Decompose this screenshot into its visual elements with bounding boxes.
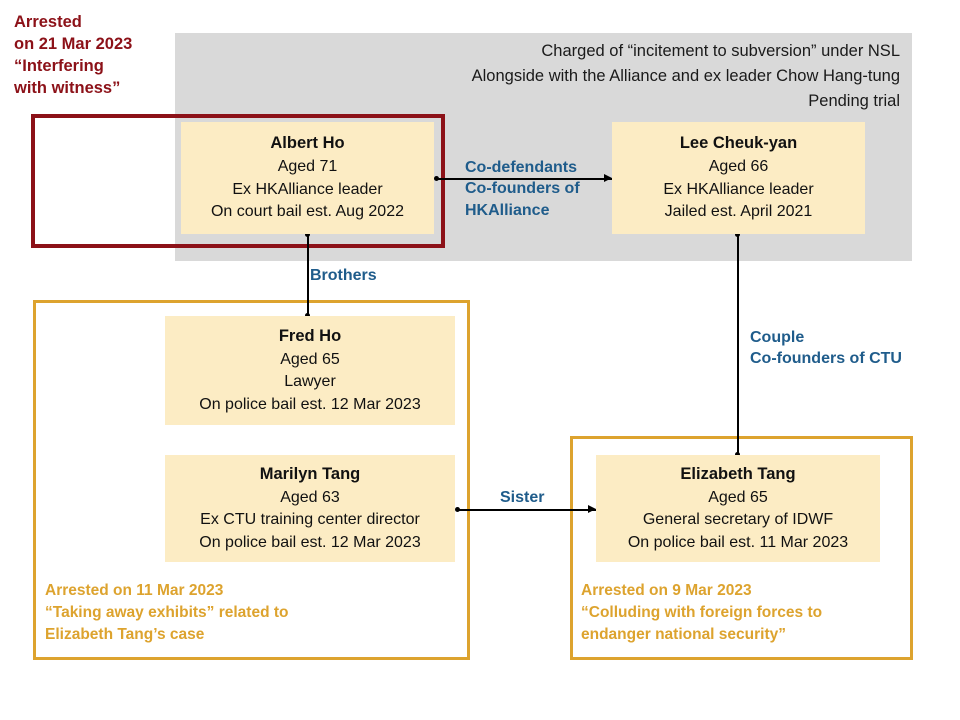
- person-status: Jailed est. April 2021: [664, 203, 813, 221]
- connector-endpoint-lee-bottom: [735, 232, 740, 237]
- connector-endpoint-albert: [434, 176, 439, 181]
- person-role: Lawyer: [284, 373, 336, 391]
- arrest-note-albert-ho: Arrested on 21 Mar 2023 “Interfering wit…: [14, 13, 133, 97]
- person-name: Elizabeth Tang: [680, 464, 796, 483]
- connector-albert-fred: [307, 234, 309, 316]
- person-age: Aged 71: [277, 158, 338, 176]
- person-name: Lee Cheuk-yan: [679, 134, 798, 153]
- person-role: Ex HKAlliance leader: [663, 180, 814, 198]
- connector-marilyn-elizabeth: [457, 509, 596, 511]
- person-name: Marilyn Tang: [259, 464, 361, 483]
- person-name: Albert Ho: [270, 134, 345, 153]
- person-status: On police bail est. 11 Mar 2023: [627, 533, 849, 551]
- connector-endpoint-marilyn: [455, 507, 460, 512]
- relation-label-couple: Couple Co-founders of CTU: [750, 329, 902, 368]
- person-status: On court bail est. Aug 2022: [210, 203, 404, 221]
- relation-label-sister: Sister: [500, 489, 545, 506]
- person-age: Aged 66: [708, 158, 769, 176]
- person-card-albert-ho[interactable]: Albert Ho Aged 71 Ex HKAlliance leader O…: [181, 122, 434, 234]
- relation-label-codefendants: Co-defendants Co-founders of HKAlliance: [465, 159, 580, 219]
- connector-arrow-lee: [604, 174, 612, 182]
- person-card-elizabeth-tang[interactable]: Elizabeth Tang Aged 65 General secretary…: [596, 455, 880, 562]
- connector-endpoint-elizabeth-top: [735, 452, 740, 457]
- person-role: Ex CTU training center director: [200, 511, 420, 529]
- person-age: Aged 65: [280, 350, 340, 368]
- person-card-marilyn-tang[interactable]: Marilyn Tang Aged 63 Ex CTU training cen…: [165, 455, 455, 562]
- connector-endpoint-albert-bottom: [305, 232, 310, 237]
- person-status: On police bail est. 12 Mar 2023: [199, 395, 421, 413]
- connector-endpoint-fred-top: [305, 313, 310, 318]
- connector-lee-elizabeth: [737, 234, 739, 455]
- arrest-note-9-mar: Arrested on 9 Mar 2023 “Colluding with f…: [581, 582, 823, 643]
- arrest-group-11-mar: [33, 300, 470, 660]
- person-card-lee-cheuk-yan[interactable]: Lee Cheuk-yan Aged 66 Ex HKAlliance lead…: [612, 122, 865, 234]
- connector-arrow-elizabeth: [588, 505, 596, 513]
- person-card-fred-ho[interactable]: Fred Ho Aged 65 Lawyer On police bail es…: [165, 316, 455, 425]
- arrest-group-9-mar: [570, 436, 913, 660]
- relation-label-brothers: Brothers: [310, 267, 377, 284]
- arrest-note-11-mar: Arrested on 11 Mar 2023 “Taking away exh…: [45, 582, 289, 643]
- arrest-group-albert-ho: [31, 114, 445, 248]
- connector-albert-lee: [436, 178, 612, 180]
- person-age: Aged 65: [708, 488, 768, 506]
- person-role: Ex HKAlliance leader: [232, 180, 383, 198]
- person-status: On police bail est. 12 Mar 2023: [199, 533, 421, 551]
- nsl-charge-note: Charged of “incitement to subversion” un…: [471, 42, 900, 111]
- person-role: General secretary of IDWF: [642, 511, 834, 529]
- person-name: Fred Ho: [278, 326, 342, 345]
- person-age: Aged 63: [280, 488, 340, 506]
